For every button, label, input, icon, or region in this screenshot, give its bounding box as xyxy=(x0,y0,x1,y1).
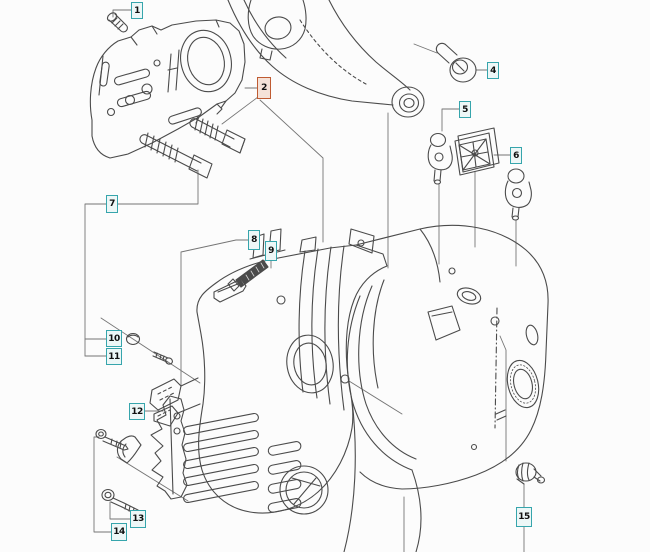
part-grid-damper-6-drawing xyxy=(454,127,500,176)
part-label-7[interactable]: 7 xyxy=(106,195,118,213)
part-clamp-5-drawing xyxy=(427,132,453,185)
part-label-8[interactable]: 8 xyxy=(248,230,260,250)
part-label-14[interactable]: 14 xyxy=(111,523,127,541)
part-label-9[interactable]: 9 xyxy=(265,241,277,261)
part-plug-15-drawing xyxy=(515,462,546,485)
part-top-block-drawing xyxy=(247,0,307,61)
part-handle-drawing xyxy=(227,0,425,118)
part-clamp-6b-drawing xyxy=(504,168,532,221)
part-label-15[interactable]: 15 xyxy=(516,507,532,527)
part-cap-10-drawing xyxy=(125,332,141,346)
part-screw-11-drawing xyxy=(152,351,173,365)
part-stud-8-9-drawing xyxy=(213,259,269,303)
part-screw-1-drawing xyxy=(106,12,128,33)
part-label-4[interactable]: 4 xyxy=(487,62,499,79)
part-crankcase-left-drawing xyxy=(149,228,388,515)
part-label-11[interactable]: 11 xyxy=(106,348,122,365)
part-screw-13-drawing xyxy=(95,428,129,451)
part-collar-bolts-7-drawing xyxy=(139,115,246,179)
part-label-2[interactable]: 2 xyxy=(257,77,271,99)
part-label-13[interactable]: 13 xyxy=(130,510,146,528)
part-brake-plate-drawing xyxy=(89,19,246,159)
part-label-10[interactable]: 10 xyxy=(106,330,122,347)
part-label-5[interactable]: 5 xyxy=(459,101,471,118)
part-felling-dog-12-drawing xyxy=(150,395,188,500)
part-label-1[interactable]: 1 xyxy=(131,2,143,19)
part-screw-4-drawing xyxy=(435,42,477,83)
part-crankcase-right-drawing xyxy=(343,224,549,552)
leader-lines xyxy=(84,9,525,552)
part-label-12[interactable]: 12 xyxy=(129,403,145,420)
part-label-6[interactable]: 6 xyxy=(510,147,522,164)
